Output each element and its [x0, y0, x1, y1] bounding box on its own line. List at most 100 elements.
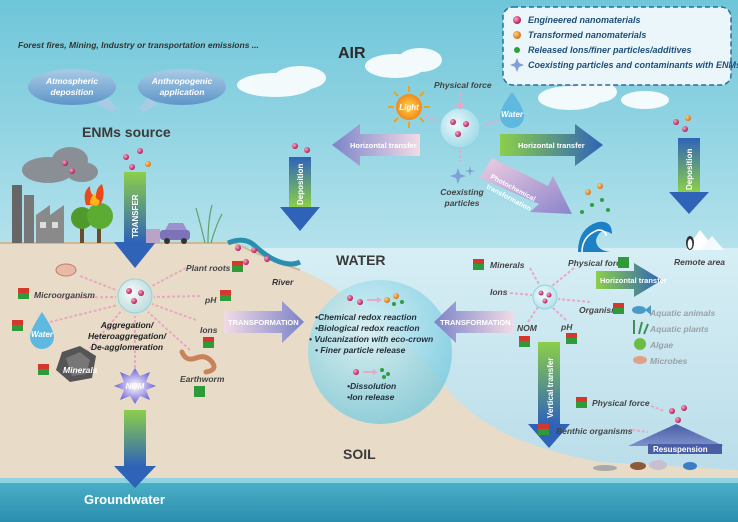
pink-sphere-icon: [513, 16, 521, 24]
legend-label: Transformed nanomaterials: [528, 30, 646, 40]
arrow-icon: [136, 98, 158, 114]
aggregation-line: Heteroaggregation/: [88, 331, 168, 341]
microorganism-icon: [55, 263, 77, 277]
factor-icon: [18, 288, 29, 299]
microbes-icon: [633, 356, 647, 364]
water-ions-label: Ions: [490, 287, 508, 297]
factor-icon: [473, 259, 484, 270]
resuspension-label: Resuspension: [653, 445, 708, 454]
source-particles: [62, 148, 151, 174]
horizontal-transfer-left-arrow: [332, 124, 420, 166]
water-transformation-label: TRANSFORMATION: [440, 318, 511, 327]
arrow-icon: [96, 98, 120, 114]
river-icon: [227, 237, 302, 267]
reaction-line: •Chemical redox reaction: [315, 312, 417, 322]
horizontal-transfer-right-label: Horizontal transfer: [518, 141, 585, 150]
transfer-arrow: [124, 172, 146, 242]
air-water-label: Water: [501, 110, 524, 119]
grass-icon: [195, 204, 223, 244]
deposition-arrow-left: [289, 157, 311, 207]
center-particles-bottom: [353, 368, 390, 379]
legend-label: Engineered nanomaterials: [528, 15, 641, 25]
microorganism-label: Microorganism: [34, 290, 95, 300]
water-label: WATER: [336, 252, 386, 268]
anthropogenic-line2: application: [160, 87, 205, 97]
reaction-line: • Vulcanization with eco-crown: [309, 334, 433, 344]
legend-label: Released Ions/finer particles/additives: [528, 45, 692, 55]
atmospheric-line2: deposition: [51, 87, 94, 97]
transfer-label: TRANSFER: [131, 194, 140, 238]
soil-dashed-arrows: [49, 267, 201, 368]
nom-burst-icon: [114, 368, 156, 404]
aquatic-animals-icon: [632, 305, 651, 315]
water-ph-label: pH: [560, 322, 573, 332]
horizontal-transfer-left-label: Horizontal transfer: [350, 141, 417, 150]
resuspension-box: [648, 444, 722, 454]
vertical-transfer-label: Vertical transfer: [546, 358, 555, 418]
biota-label: Microbes: [650, 356, 688, 366]
water-droplet-icon: [500, 92, 524, 128]
horizontal-transfer-right-arrow: [500, 124, 603, 166]
factor-icon: [613, 303, 624, 314]
emissions-text: Forest fires, Mining, Industry or transp…: [18, 40, 259, 50]
forest-fire-icon: [71, 184, 113, 243]
biota-label: Aquatic plants: [649, 324, 709, 334]
coexisting-line1: Coexisting: [440, 187, 484, 197]
aquatic-plants-icon: [633, 320, 649, 335]
benthic-organisms-label: Benthic organisms: [556, 426, 633, 436]
factor-icon: [12, 320, 23, 331]
soil-nom-label: NOM: [126, 382, 145, 391]
atmospheric-deposition-ellipse: [28, 69, 116, 105]
factor-icon: [576, 397, 587, 408]
earthworm-label: Earthworm: [180, 374, 225, 384]
factor-icon: [203, 337, 214, 348]
sun-icon: [388, 86, 430, 128]
air-physical-force-label: Physical force: [434, 80, 492, 90]
legend-box: [502, 6, 732, 86]
factor-icon: [194, 386, 205, 397]
transformation-bubble: [308, 280, 452, 424]
groundwater-arrow: [124, 410, 146, 466]
coexisting-line2: particles: [444, 198, 480, 208]
soil-ions-label: Ions: [200, 325, 218, 335]
light-label: Light: [399, 103, 419, 112]
air-bubble: [439, 107, 481, 149]
water-organisms-label: Organisms: [579, 305, 624, 315]
resuspension-roof: [628, 424, 724, 446]
aggregation-line: De-agglomeration: [91, 342, 163, 352]
anthropogenic-application-ellipse: [138, 69, 226, 105]
factor-icon: [566, 333, 577, 344]
biota-label: Aquatic animals: [649, 308, 715, 318]
soil-transformation-label: TRANSFORMATION: [228, 318, 299, 327]
smoke-cloud: [22, 147, 98, 183]
atmospheric-line1: Atmospheric: [45, 76, 98, 86]
remote-area-label: Remote area: [674, 257, 725, 267]
biota-label: Algae: [649, 340, 673, 350]
factor-icon: [618, 257, 629, 268]
soil-aggregation-bubble: [117, 278, 153, 314]
water-physical-force-label: Physical force: [568, 258, 626, 268]
anthropogenic-line1: Anthropogenic: [151, 76, 213, 86]
water-minerals-label: Minerals: [490, 260, 525, 270]
plant-roots-label: Plant roots: [186, 263, 231, 273]
green-dot-icon: [514, 47, 520, 53]
enms-source-title: ENMs source: [82, 124, 171, 140]
deposition-arrow-right: [678, 138, 700, 192]
soil-label: SOIL: [343, 446, 376, 462]
water-droplet-icon: [30, 312, 54, 349]
water-horizontal-transfer-arrow: [596, 263, 662, 297]
dissolution-line: •Dissolution: [347, 381, 396, 391]
remote-area-icon: [686, 230, 724, 250]
photo-particles: [580, 183, 610, 214]
deposition-label-left: Deposition: [296, 164, 305, 205]
cloud-group: [237, 48, 669, 110]
factory-icon: [12, 185, 64, 243]
coexisting-particles-icon: [450, 166, 475, 184]
factor-icon: [538, 424, 549, 435]
reaction-line: •Biological redox reaction: [315, 323, 420, 333]
algae-icon: [634, 338, 646, 350]
groundwater-label: Groundwater: [84, 492, 165, 507]
soil-ph-label: pH: [204, 295, 217, 305]
